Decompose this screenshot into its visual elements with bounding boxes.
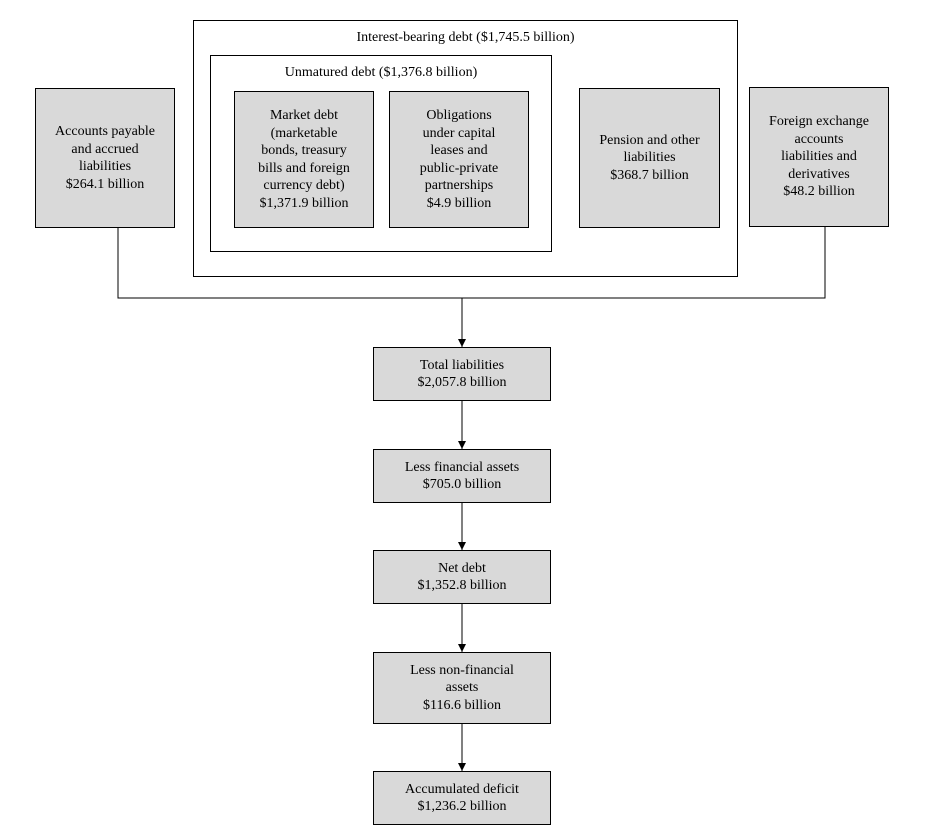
accounts-payable-line-3: liabilities	[78, 159, 132, 174]
obligations-line-5: partnerships	[424, 178, 494, 193]
foreign-exchange-line-5: $48.2 billion	[783, 184, 855, 200]
accounts-payable-line-2: and accrued	[71, 141, 139, 157]
market-debt-line-2: (marketable	[270, 125, 338, 141]
accounts-payable-line-4: $264.1 billion	[65, 176, 145, 192]
market-debt-line-1: Market debt	[269, 108, 339, 123]
net-debt-value: $1,352.8 billion	[417, 578, 507, 593]
foreign-exchange-box: Foreign exchange accounts liabilities an…	[749, 87, 889, 227]
accounts-payable-line-1: Accounts payable	[55, 124, 155, 139]
foreign-exchange-line-4: derivatives	[788, 166, 850, 182]
obligations-line-1: Obligations	[426, 108, 492, 123]
accumulated-deficit-value: $1,236.2 billion	[417, 799, 507, 814]
net-debt-label: Net debt	[438, 560, 486, 576]
foreign-exchange-line-3: liabilities and	[781, 149, 857, 165]
obligations-box: Obligations under capital leases and pub…	[389, 91, 529, 228]
pension-line-2: liabilities	[623, 150, 676, 166]
pension-box: Pension and other liabilities $368.7 bil…	[579, 88, 720, 228]
interest-bearing-debt-title: Interest-bearing debt ($1,745.5 billion)	[356, 30, 575, 45]
total-liabilities-label: Total liabilities	[419, 357, 505, 373]
accounts-payable-box: Accounts payable and accrued liabilities…	[35, 88, 175, 228]
less-financial-assets-box: Less financial assets $705.0 billion	[373, 449, 551, 503]
market-debt-line-4: bills and foreign	[258, 160, 350, 176]
total-liabilities-value: $2,057.8 billion	[417, 375, 507, 390]
market-debt-line-5: currency debt)	[263, 178, 345, 193]
less-nonfinancial-assets-value: $116.6 billion	[422, 697, 502, 713]
less-financial-assets-label: Less financial assets	[404, 459, 520, 475]
unmatured-debt-title: Unmatured debt ($1,376.8 billion)	[284, 65, 478, 80]
obligations-line-3: leases and	[430, 143, 488, 158]
obligations-line-4: public-private	[419, 160, 499, 176]
market-debt-box: Market debt (marketable bonds, treasury …	[234, 91, 374, 228]
less-nonfinancial-assets-line-1: Less non-financial	[410, 662, 514, 678]
market-debt-line-3: bonds, treasury	[261, 143, 347, 158]
less-financial-assets-value: $705.0 billion	[422, 477, 502, 492]
net-debt-box: Net debt $1,352.8 billion	[373, 550, 551, 604]
obligations-line-6: $4.9 billion	[426, 195, 492, 211]
foreign-exchange-line-1: Foreign exchange	[769, 114, 869, 130]
accumulated-deficit-label: Accumulated deficit	[405, 781, 519, 797]
foreign-exchange-line-2: accounts	[794, 131, 844, 147]
pension-line-3: $368.7 billion	[610, 167, 689, 183]
obligations-line-2: under capital	[422, 125, 496, 141]
pension-line-1: Pension and other	[599, 132, 700, 148]
less-nonfinancial-assets-box: Less non-financial assets $116.6 billion	[373, 652, 551, 724]
total-liabilities-box: Total liabilities $2,057.8 billion	[373, 347, 551, 401]
less-nonfinancial-assets-line-2: assets	[445, 680, 479, 696]
accumulated-deficit-box: Accumulated deficit $1,236.2 billion	[373, 771, 551, 825]
market-debt-line-6: $1,371.9 billion	[259, 195, 349, 211]
